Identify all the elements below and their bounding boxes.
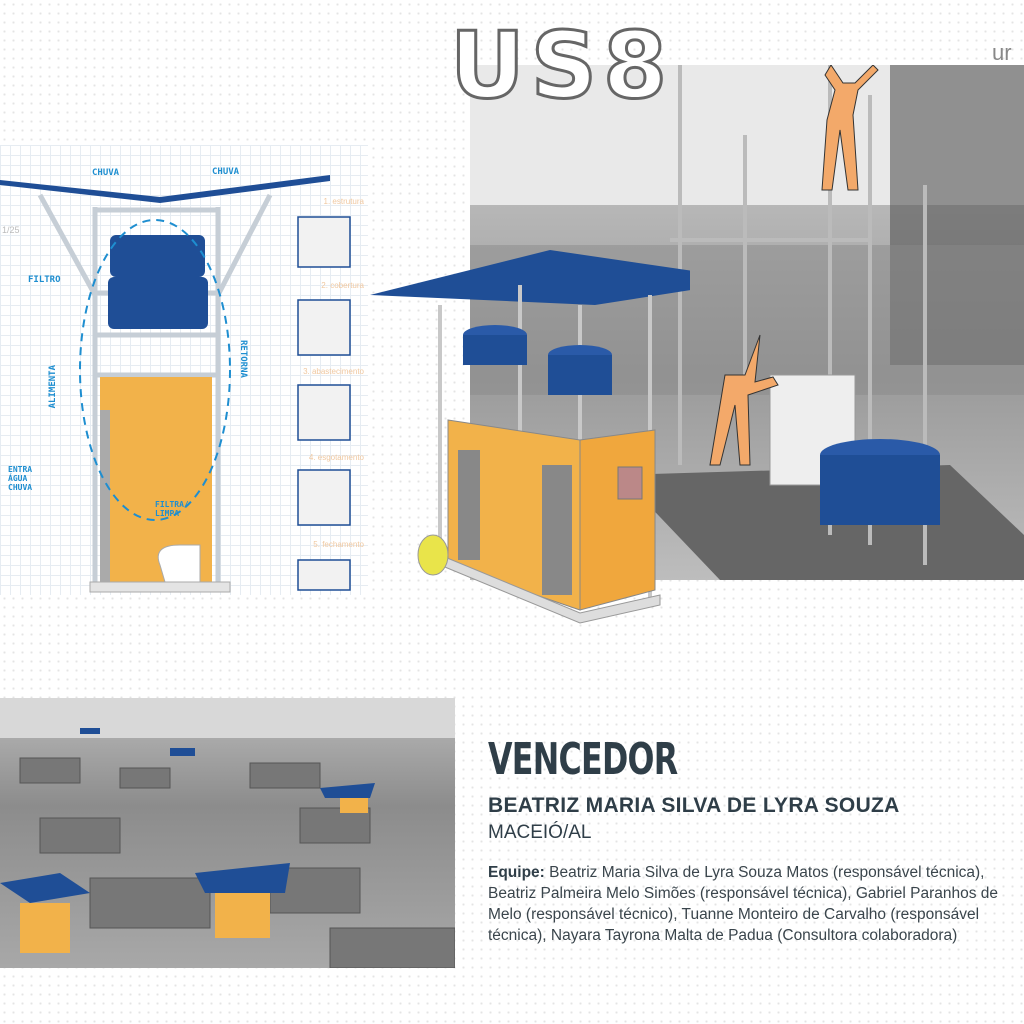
label-return: RETORNA — [238, 340, 248, 378]
step-label: 5. fechamento — [313, 540, 364, 549]
winner-heading: VENCEDOR — [488, 734, 678, 785]
project-title: US8 — [449, 12, 673, 119]
team-label: Equipe: — [488, 864, 545, 881]
step-label: 1. estrutura — [323, 197, 364, 206]
team-members: Beatriz Maria Silva de Lyra Souza Matos … — [488, 864, 999, 944]
label-rain-right: CHUVA — [212, 167, 240, 177]
step-label: 4. esgotamento — [308, 453, 364, 462]
step-label: 2. cobertura — [321, 281, 364, 290]
label-inlet: ENTRA ÁGUA CHUVA — [8, 465, 33, 492]
section-drawing: CHUVA CHUVA FILTRO ALIMENTA RETORNA ENTR… — [0, 145, 368, 595]
team-credits: Equipe: Beatriz Maria Silva de Lyra Souz… — [488, 862, 1008, 946]
unit-3d-render — [370, 245, 755, 630]
label-filter: FILTRO — [28, 275, 61, 285]
site-photo-render — [470, 64, 1024, 580]
label-feed: ALIMENTA — [48, 365, 58, 409]
label-scale: 1/25 — [2, 225, 20, 235]
corner-text: ur — [992, 40, 1012, 65]
author-name: BEATRIZ MARIA SILVA DE LYRA SOUZA — [488, 794, 900, 817]
label-rain-left: CHUVA — [92, 168, 120, 178]
aerial-photo — [0, 698, 456, 969]
author-city: MACEIÓ/AL — [488, 822, 592, 843]
winner-info: VENCEDOR BEATRIZ MARIA SILVA DE LYRA SOU… — [488, 738, 1008, 946]
label-filter-clean: FILTRA/ LIMPA — [155, 500, 189, 518]
step-label: 3. abastecimento — [303, 367, 364, 376]
